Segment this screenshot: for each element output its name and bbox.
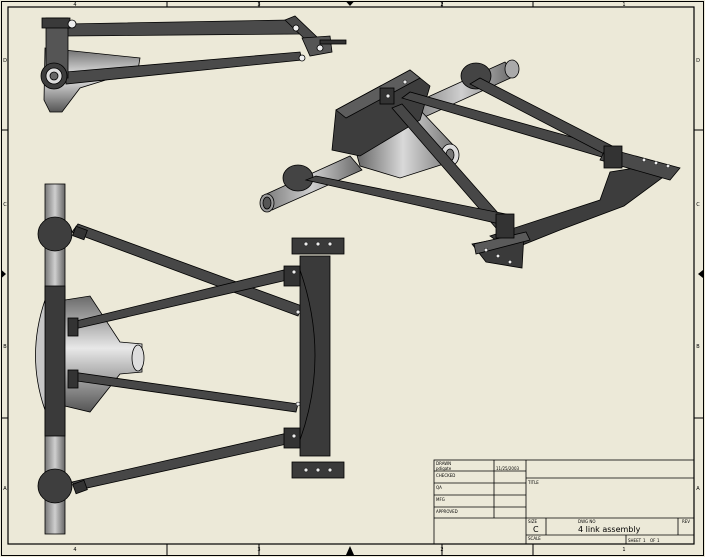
zone-row-b-left: B [3, 344, 7, 350]
side-frame-bracket [301, 35, 333, 57]
title-block-text: DRAWN pdigate 11/25/2003 CHECKED QA MFG … [436, 461, 690, 543]
size-value: C [533, 525, 539, 534]
zone-row-b-right: B [696, 344, 700, 350]
iso-bracket-b [495, 213, 515, 239]
qa-label: QA [436, 485, 442, 490]
zone-row-d-left: D [3, 58, 7, 64]
size-label: SIZE [528, 519, 537, 524]
zone-labels: 4 3 2 1 4 3 2 1 D C B A D C B A [3, 2, 700, 553]
zone-row-c-right: C [696, 202, 700, 208]
title-label: TITLE [527, 480, 539, 485]
zone-col-4-bottom: 4 [73, 547, 76, 553]
zone-row-c-left: C [3, 202, 7, 208]
zone-col-4-top: 4 [73, 2, 76, 8]
zone-col-2-bottom: 2 [440, 547, 443, 553]
sheet-value: 1 [643, 538, 646, 543]
iso-bracket-a [603, 145, 623, 169]
top-hub-lower [37, 468, 73, 504]
sheet-of-label: OF [650, 538, 656, 543]
zone-col-3-bottom: 3 [257, 547, 260, 553]
zone-row-a-right: A [696, 486, 700, 492]
drawn-date: 11/25/2003 [496, 466, 520, 471]
zone-col-1-bottom: 1 [622, 547, 625, 553]
iso-view [259, 59, 681, 269]
inner-border [7, 6, 695, 545]
mfg-label: MFG [436, 497, 445, 502]
drawn-by: pdigate [436, 466, 452, 471]
zone-col-2-top: 2 [440, 2, 443, 8]
zone-col-3-top: 3 [257, 2, 260, 8]
top-view [35, 183, 345, 535]
title-block [433, 459, 695, 545]
dwg-no-label: DWG NO [578, 519, 596, 524]
top-hub-upper [37, 216, 73, 252]
scale-label: SCALE [528, 536, 541, 541]
checked-label: CHECKED [436, 473, 455, 478]
dwg-no-value: 4 link assembly [578, 525, 641, 534]
side-view [40, 15, 347, 113]
top-link-lower-outer [71, 431, 297, 491]
zone-row-d-right: D [696, 58, 700, 64]
rev-label: REV [682, 519, 690, 524]
drawn-label: DRAWN [436, 461, 451, 466]
side-upper-link [65, 19, 301, 37]
approved-label: APPROVED [436, 509, 458, 514]
sheet-of-value: 1 [657, 538, 660, 543]
sheet-label: SHEET [628, 538, 642, 543]
iso-hub-left [282, 164, 314, 192]
zone-col-1-top: 1 [622, 2, 625, 8]
zone-row-a-left: A [3, 486, 7, 492]
